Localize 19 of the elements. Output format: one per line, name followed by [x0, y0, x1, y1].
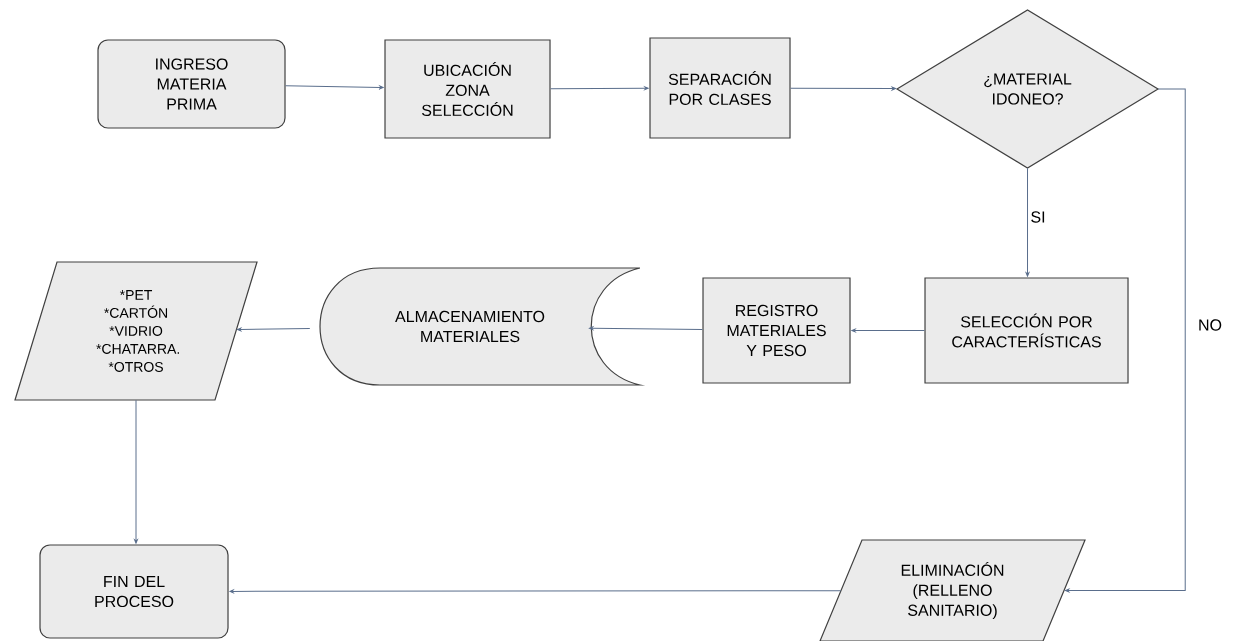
arrow	[285, 85, 384, 90]
arrow	[790, 86, 896, 91]
process-box: REGISTRO MATERIALES Y PESO	[702, 277, 851, 384]
process-box: UBICACIÓN ZONA SELECCIÓN	[384, 39, 551, 139]
edge-label: NO	[1199, 319, 1222, 331]
arrow	[550, 86, 649, 91]
arrow	[237, 327, 311, 332]
terminal-box: FIN DEL PROCESO	[39, 544, 229, 639]
edge-label: SI	[1031, 211, 1045, 223]
arrow	[134, 399, 138, 544]
arrow	[851, 328, 925, 333]
terminal-box: INGRESO MATERIA PRIMA	[97, 39, 286, 129]
data-parallelogram: *PET *CARTÓN *VIDRIO *CHATARRA. *OTROS	[14, 261, 258, 401]
arrow	[229, 589, 842, 594]
arrow	[1065, 88, 1186, 593]
arrow	[1025, 167, 1030, 277]
process-box: SEPARACIÓN POR CLASES	[649, 37, 791, 139]
data-parallelogram: ELIMINACIÓN (RELLENO SANITARIO)	[819, 539, 1086, 641]
process-box: SELECCIÓN POR CARACTERÍSTICAS	[924, 277, 1129, 384]
